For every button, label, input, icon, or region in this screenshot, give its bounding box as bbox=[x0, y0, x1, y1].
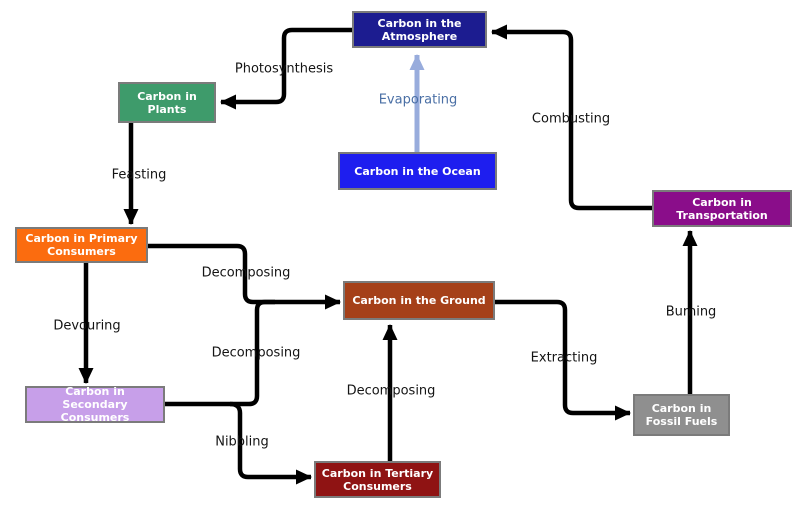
edge-label-combusting: Combusting bbox=[531, 111, 611, 127]
edge-label-burning: Burning bbox=[665, 304, 717, 320]
edge-label-decomposing_secondary: Decomposing bbox=[211, 345, 301, 361]
edge-label-photosynthesis: Photosynthesis bbox=[234, 61, 334, 77]
node-tertiary: Carbon in Tertiary Consumers bbox=[314, 461, 441, 498]
edge-label-nibbling: Nibbling bbox=[215, 434, 269, 450]
arrow-photosynthesis bbox=[220, 27, 352, 110]
arrow-decomposing-secondary bbox=[165, 299, 275, 407]
edge-label-evaporating: Evaporating bbox=[378, 92, 458, 108]
node-atmosphere: Carbon in the Atmosphere bbox=[352, 11, 487, 48]
edge-label-feasting: Feasting bbox=[111, 167, 167, 183]
node-primary: Carbon in Primary Consumers bbox=[15, 227, 148, 263]
node-ground: Carbon in the Ground bbox=[343, 281, 495, 320]
edge-label-devouring: Devouring bbox=[53, 318, 121, 334]
edge-label-decomposing_tertiary: Decomposing bbox=[346, 383, 436, 399]
edge-label-decomposing_primary: Decomposing bbox=[201, 265, 291, 281]
arrow-combusting bbox=[491, 24, 652, 211]
node-secondary: Carbon in Secondary Consumers bbox=[25, 385, 165, 424]
arrow-decomposing-primary bbox=[148, 243, 341, 310]
node-plants: Carbon in Plants bbox=[118, 82, 216, 123]
arrow-extracting bbox=[495, 299, 631, 421]
node-fossil: Carbon in Fossil Fuels bbox=[633, 394, 730, 436]
arrow-nibbling bbox=[229, 401, 312, 485]
node-transportation: Carbon in Transportation bbox=[652, 190, 792, 227]
node-ocean: Carbon in the Ocean bbox=[338, 152, 497, 190]
edge-label-extracting: Extracting bbox=[530, 350, 598, 366]
